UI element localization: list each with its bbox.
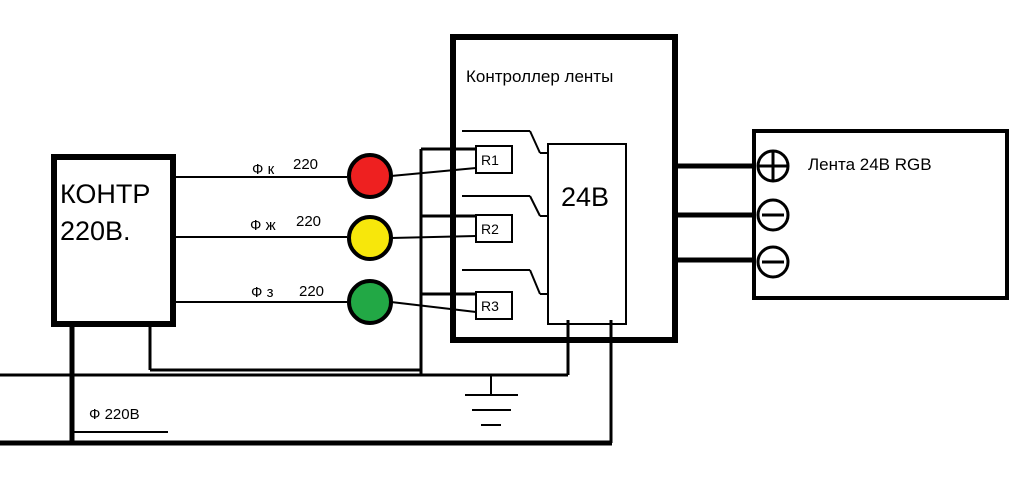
- ground-icon: [465, 375, 518, 426]
- strip-title: Лента 24В RGB: [808, 155, 932, 174]
- supply-label: 24В: [561, 182, 609, 212]
- supply-block: [547, 143, 627, 325]
- phase-label-green: Ф з: [251, 284, 274, 301]
- source-box-label-2: 220В.: [60, 216, 131, 246]
- controller-box: [450, 34, 678, 343]
- relay-r3-label: R3: [481, 298, 499, 314]
- minus-icon: [756, 198, 790, 232]
- plus-icon: [756, 149, 790, 183]
- relays: R1 R2 R3: [475, 145, 513, 320]
- relay-r3: [475, 291, 513, 320]
- controller-title: Контроллер ленты: [466, 67, 613, 86]
- source-box-label-1: КОНТР: [60, 179, 150, 209]
- phase-label-yellow: Ф ж: [250, 217, 276, 234]
- relay-r1: [475, 145, 513, 174]
- phase-label-red: Ф к: [252, 161, 275, 178]
- phase-voltage-red: 220: [293, 156, 318, 173]
- phase-voltage-yellow: 220: [296, 213, 321, 230]
- strip-box: [752, 129, 1009, 300]
- relay-r1-label: R1: [481, 152, 499, 168]
- relay-r2-label: R2: [481, 221, 499, 237]
- relay-contacts: [462, 130, 548, 295]
- lower-wiring: [0, 320, 613, 446]
- relay-contact-3: [462, 269, 548, 295]
- relay-contact-1: [462, 130, 548, 154]
- source-box: [51, 154, 176, 327]
- lamp-green: [347, 279, 393, 325]
- phase-wires: [173, 176, 347, 303]
- relay-contact-2: [462, 195, 548, 217]
- common-bus: [419, 147, 476, 375]
- relay-r2: [475, 214, 513, 243]
- lamp-yellow: [347, 215, 393, 261]
- mains-label: Ф 220В: [89, 406, 140, 423]
- phase-voltage-green: 220: [299, 283, 324, 300]
- minus-icon: [756, 245, 790, 279]
- lamp-relay-wires: [390, 167, 477, 313]
- lamp-red: [347, 153, 393, 199]
- strip-wires: [675, 163, 756, 263]
